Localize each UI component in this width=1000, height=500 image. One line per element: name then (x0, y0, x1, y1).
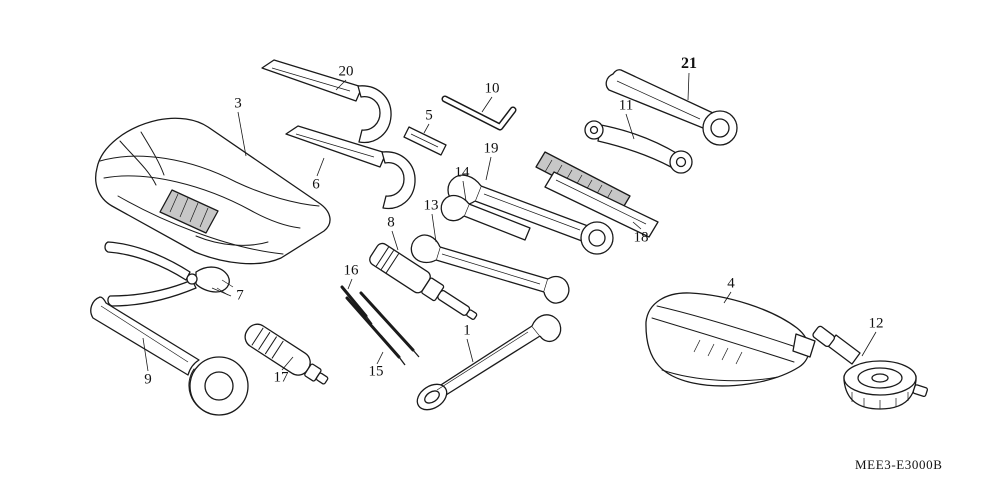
part-label-21[interactable]: 21 (681, 55, 697, 72)
pliers-art (104, 241, 234, 307)
part-label-18[interactable]: 18 (633, 229, 649, 246)
flat-bar-art (535, 151, 659, 238)
screwdriver-shafts-art (345, 291, 420, 366)
part-label-12[interactable]: 12 (868, 315, 884, 332)
part-label-15[interactable]: 15 (368, 363, 384, 380)
part-label-9[interactable]: 9 (144, 371, 152, 388)
spark-plug-wrench-art (369, 242, 478, 320)
pin-punch-art (340, 285, 373, 325)
part-label-3[interactable]: 3 (234, 95, 242, 112)
part-label-20[interactable]: 20 (338, 63, 354, 80)
part-label-13[interactable]: 13 (423, 197, 439, 214)
part-label-19[interactable]: 19 (483, 140, 499, 157)
part-label-1[interactable]: 1 (463, 322, 471, 339)
part-label-16[interactable]: 16 (343, 262, 359, 279)
part-label-11[interactable]: 11 (618, 97, 634, 114)
small-open-end-wrench-art (440, 194, 531, 241)
hex-key-art (441, 95, 517, 131)
part-label-8[interactable]: 8 (387, 214, 395, 231)
box-wrench-art (605, 69, 738, 146)
screwdriver-handle-art (244, 323, 329, 385)
pin-spanner-art (584, 120, 693, 174)
open-end-wrench-art (416, 314, 562, 411)
combination-wrench-art (447, 174, 614, 255)
part-label-6[interactable]: 6 (312, 176, 320, 193)
diagram-code: MEE3-E3000B (855, 457, 943, 472)
tool-bag-art (95, 117, 331, 265)
part-label-17[interactable]: 17 (273, 369, 289, 386)
tool-pouch-art (645, 292, 816, 387)
part-label-14[interactable]: 14 (454, 164, 470, 181)
hook-spanner-20-art (261, 59, 392, 144)
part-label-5[interactable]: 5 (425, 107, 433, 124)
box-end-wrench-art (90, 296, 249, 416)
flat-blade-art (403, 126, 447, 156)
part-label-10[interactable]: 10 (484, 80, 500, 97)
hook-spanner-6-art (285, 125, 416, 210)
part-label-4[interactable]: 4 (727, 275, 735, 292)
cap-wrench-art (812, 325, 929, 410)
leader-lines (142, 72, 877, 372)
part-label-7[interactable]: 7 (236, 287, 244, 304)
double-open-end-wrench-art (410, 234, 570, 304)
